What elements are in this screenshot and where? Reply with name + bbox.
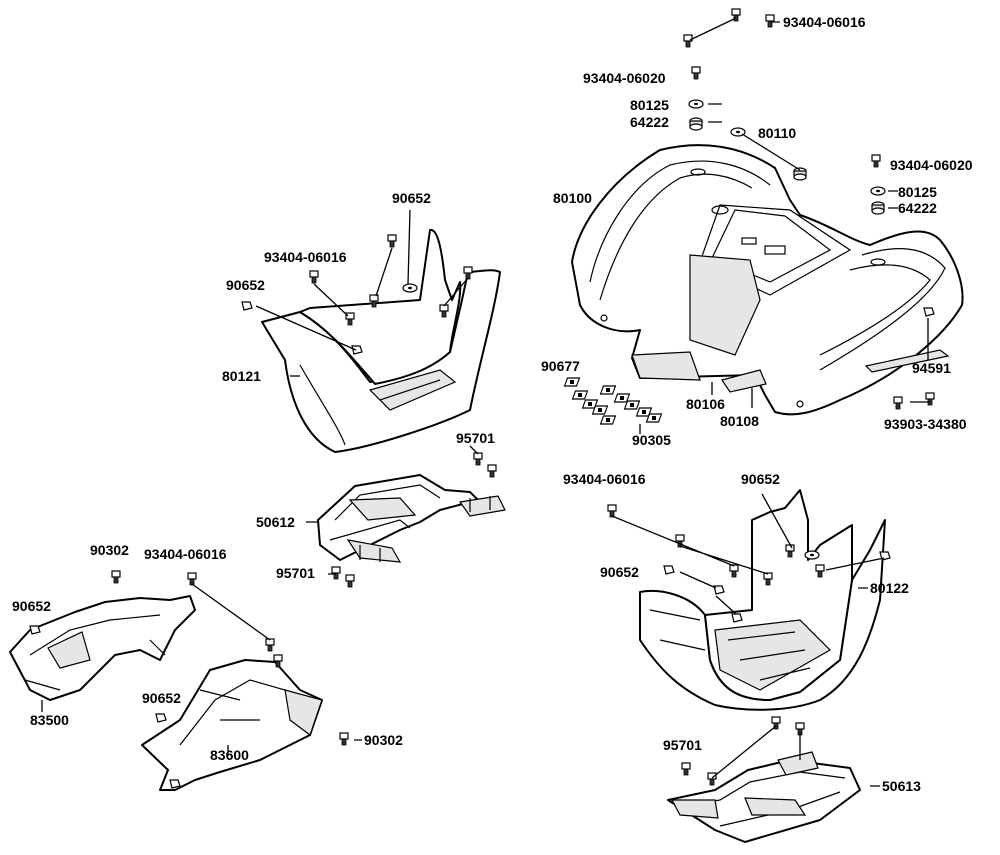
part-label: 80108 [720, 413, 759, 429]
part-label: 90652 [12, 598, 51, 614]
part-label: 90677 [541, 358, 580, 374]
part-labels: 93404-06016 93404-06020 80125 64222 8011… [12, 14, 973, 794]
part-label: 64222 [630, 114, 669, 130]
right-footrest-bracket [667, 751, 861, 843]
part-label: 93404-06016 [563, 471, 646, 487]
part-label: 95701 [276, 565, 315, 581]
part-label: 80121 [222, 368, 261, 384]
part-label: 90302 [364, 732, 403, 748]
part-label: 80100 [553, 190, 592, 206]
part-label: 80110 [758, 125, 796, 141]
part-label: 93404-06016 [783, 14, 866, 30]
part-label: 90652 [226, 277, 265, 293]
part-label: 90652 [741, 471, 780, 487]
left-side-cover [9, 595, 196, 701]
part-label: 95701 [456, 430, 495, 446]
part-label: 50612 [256, 514, 295, 530]
part-label: 83500 [30, 712, 69, 728]
part-label: 80125 [898, 184, 937, 200]
part-label: 95701 [663, 737, 702, 753]
part-label: 90652 [142, 690, 181, 706]
left-footrest-bracket [317, 474, 506, 563]
part-label: 93404-06016 [144, 546, 227, 562]
rear-fender [571, 144, 964, 416]
part-label: 80125 [630, 97, 669, 113]
part-label: 64222 [898, 200, 937, 216]
part-label: 93903-34380 [884, 416, 967, 432]
part-label: 93404-06016 [264, 249, 347, 265]
part-label: 80122 [870, 580, 909, 596]
part-label: 93404-06020 [890, 157, 973, 173]
part-label: 80106 [686, 396, 725, 412]
right-footwell [639, 489, 886, 711]
left-footwell [261, 229, 501, 453]
part-label: 94591 [912, 360, 951, 376]
part-label: 83600 [210, 747, 249, 763]
part-label: 90305 [632, 432, 671, 448]
part-label: 90652 [600, 564, 639, 580]
part-label: 50613 [882, 778, 921, 794]
part-label: 93404-06020 [583, 70, 666, 86]
part-label: 90302 [90, 542, 129, 558]
part-label: 90652 [392, 190, 431, 206]
center-side-cover [141, 659, 323, 791]
